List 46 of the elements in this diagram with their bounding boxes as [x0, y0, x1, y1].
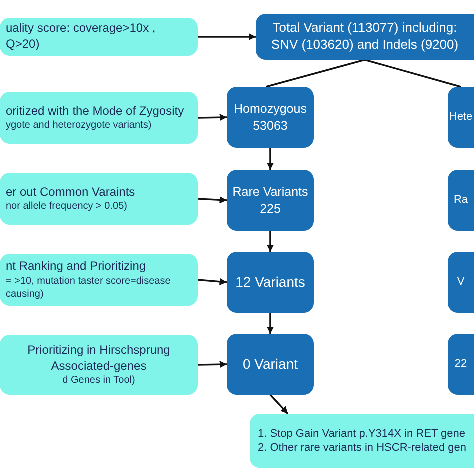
step-box	[250, 414, 474, 468]
result-box	[448, 334, 474, 395]
step-title: uality score: coverage>10x , Q>20)	[6, 21, 157, 53]
result-box	[448, 252, 474, 313]
arrow	[198, 278, 228, 286]
step-title: oritized with the Mode of Zygosity	[6, 104, 184, 120]
result-box	[448, 170, 474, 231]
result-box	[227, 334, 314, 395]
step-note: nor allele frequency > 0.05)	[6, 200, 128, 214]
arrow	[198, 196, 228, 204]
box-label: Ra	[454, 193, 468, 208]
arrow	[198, 114, 228, 122]
step-title: Prioritizing in Hirschsprung Associated-genes	[26, 342, 172, 374]
step-box	[0, 254, 198, 306]
step-box	[0, 18, 198, 56]
step-box	[0, 92, 198, 144]
step-note: 2. Other rare variants in HSCR-related gen	[258, 441, 466, 456]
result-box	[227, 87, 314, 148]
step-note: = >10, mutation taster score=disease causing)	[6, 274, 172, 301]
arrow	[198, 33, 256, 41]
step-box	[0, 173, 198, 225]
arrow	[270, 394, 289, 415]
step-box	[0, 335, 198, 395]
box-label: 12 Variants	[236, 273, 306, 292]
arrow	[198, 361, 228, 368]
box-label: Rare Variants 225	[232, 184, 310, 217]
arrow	[266, 231, 274, 252]
step-title: 1. Stop Gain Variant p.Y314X in RET gene	[258, 426, 466, 441]
result-box	[256, 14, 474, 60]
step-title: er out Common Varaints	[6, 184, 136, 200]
box-label: Hete	[449, 110, 473, 125]
box-label: Homozygous 53063	[233, 101, 308, 134]
step-note: d Genes in Tool)	[62, 374, 136, 388]
box-label: 22	[454, 357, 468, 372]
result-box	[227, 170, 314, 231]
box-label: Total Variant (113077) including: SNV (103620) and Indels (9200)	[270, 20, 460, 54]
step-title: nt Ranking and Prioritizing	[6, 259, 146, 275]
connector-line	[364, 59, 462, 88]
step-note: ygote and heterozygote variants)	[6, 119, 152, 132]
result-box	[227, 252, 314, 313]
box-label: V	[457, 275, 465, 290]
arrow	[266, 148, 274, 170]
box-label: 0 Variant	[243, 355, 298, 374]
connector-line	[266, 59, 366, 88]
arrow	[266, 313, 274, 334]
result-box	[448, 87, 474, 148]
